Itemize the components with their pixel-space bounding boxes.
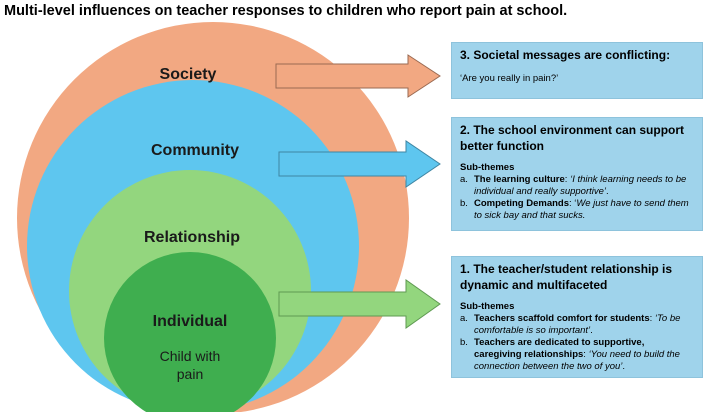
box1-item-a-sep: : bbox=[649, 313, 655, 325]
teacher-student-relationship-box: 1. The teacher/student relationship is d… bbox=[451, 256, 703, 378]
box1-heading-line1: 1. The teacher/student relationship is bbox=[460, 262, 673, 276]
box1-marker-b: b. bbox=[460, 337, 468, 348]
box1-heading-line2: dynamic and multifaceted bbox=[460, 278, 608, 293]
society-label: Society bbox=[159, 66, 217, 83]
individual-circle bbox=[104, 252, 276, 412]
box2-item-a-quote: ‘I think learning needs to be individual… bbox=[474, 174, 687, 198]
box2-marker-a: a. bbox=[460, 174, 468, 186]
box1-item-a-title: Teachers scaffold comfort for students bbox=[474, 313, 650, 325]
box2-subtheme-list: a. The learning culture: ‘I think learni… bbox=[460, 174, 694, 222]
box2-marker-b: b. bbox=[460, 198, 468, 209]
box1-subthemes-label: Sub-themes bbox=[460, 301, 515, 313]
society-arrow bbox=[275, 54, 441, 98]
box2-item-b-quote: We just have to send them to sick bay an… bbox=[474, 198, 689, 221]
box1-item-b-end: . bbox=[622, 360, 626, 372]
diagram-title: Multi-level influences on teacher respon… bbox=[4, 3, 568, 19]
box1-item-b-sep: : bbox=[583, 348, 589, 360]
box2-subthemes-label: Sub-themes bbox=[460, 162, 515, 174]
relationship-label: Relationship bbox=[143, 229, 240, 246]
box2-subtheme-a: a. The learning culture: ‘I think learni… bbox=[460, 174, 694, 198]
relationship-arrow bbox=[278, 279, 441, 329]
box3-heading: 3. Societal messages are conflicting: bbox=[460, 48, 671, 62]
box1-subtheme-a: a. Teachers scaffold comfort for student… bbox=[460, 313, 694, 337]
individual-label: Individual bbox=[152, 313, 228, 330]
box1-subtheme-list: a. Teachers scaffold comfort for student… bbox=[460, 313, 694, 372]
box3-quote: ‘Are you really in pain?’ bbox=[460, 73, 559, 85]
box2-heading-line1: 2. The school environment can support bbox=[460, 123, 685, 137]
box1-marker-a: a. bbox=[460, 313, 468, 325]
individual-sublabel: Child with pain bbox=[140, 347, 240, 383]
box2-item-a-end: . bbox=[606, 186, 609, 198]
box1-subtheme-b: b. Teachers are dedicated to supportive,… bbox=[460, 337, 694, 373]
box1-heading: 1. The teacher/student relationship is d… bbox=[460, 261, 694, 293]
box1-item-a-quote: ‘To be comfortable is so important’ bbox=[474, 313, 681, 337]
box1-item-a-end: . bbox=[590, 325, 593, 337]
community-arrow bbox=[278, 140, 441, 188]
box2-item-b-title: Competing Demands bbox=[474, 198, 570, 209]
box2-item-a-title: The learning culture bbox=[474, 174, 565, 186]
box2-subtheme-b: b. Competing Demands: ‘We just have to s… bbox=[460, 198, 694, 222]
box1-item-b-quote: ‘You need to build the connection betwee… bbox=[474, 348, 680, 372]
community-label: Community bbox=[151, 142, 239, 159]
school-environment-box: 2. The school environment can support be… bbox=[451, 117, 703, 231]
box2-heading: 2. The school environment can support be… bbox=[460, 122, 694, 154]
box2-item-b-sep: : ‘ bbox=[569, 198, 577, 209]
box2-item-a-sep: : bbox=[564, 174, 571, 186]
box2-heading-line2: better function bbox=[460, 139, 544, 154]
box1-item-b-title: Teachers are dedicated to supportive, ca… bbox=[474, 337, 645, 360]
individual-sublabel-line1: Child with bbox=[159, 348, 221, 364]
societal-messages-box: 3. Societal messages are conflicting: ‘A… bbox=[451, 42, 703, 99]
individual-sublabel-line2: pain bbox=[176, 366, 204, 383]
